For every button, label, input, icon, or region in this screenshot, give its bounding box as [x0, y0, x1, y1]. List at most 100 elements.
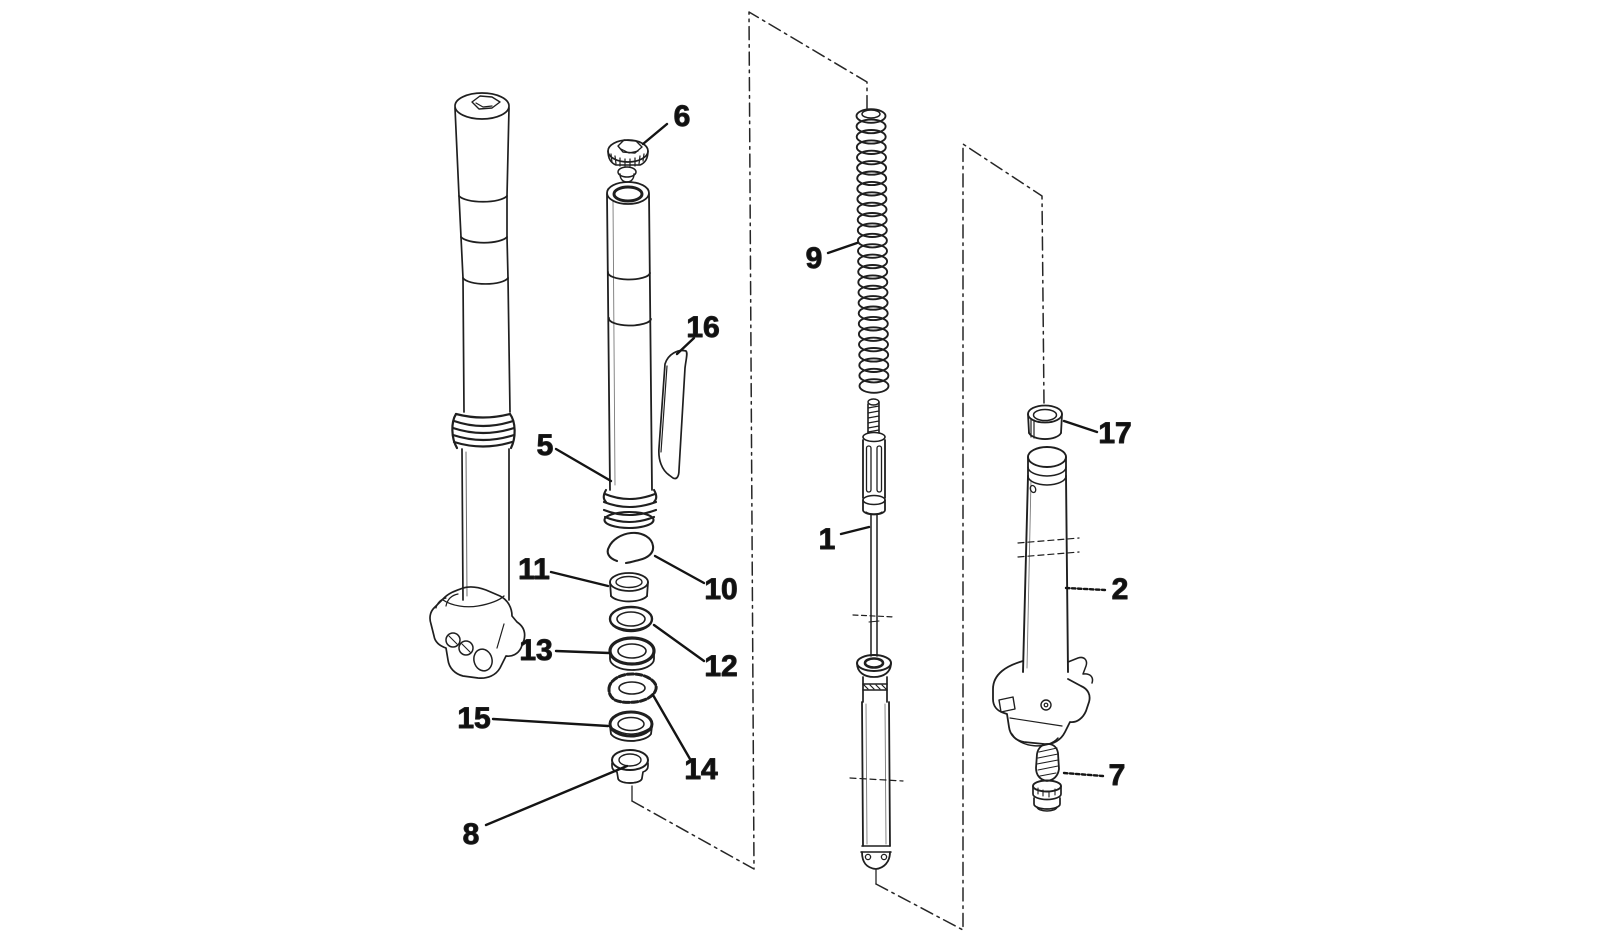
part-13-oil-seal: [608, 636, 656, 671]
part-stroke: [865, 703, 887, 845]
axis-line-right-group: [875, 143, 1045, 931]
part-number-label: 13: [519, 634, 552, 667]
part-stroke: [607, 672, 658, 704]
part-stroke: [856, 160, 888, 176]
alignment-lines: [631, 11, 1045, 931]
part-stroke: [451, 412, 459, 450]
part-stroke: [603, 515, 656, 524]
part-number-label: 5: [537, 429, 554, 462]
part-stroke: [652, 488, 658, 504]
part-stroke: [1022, 475, 1069, 673]
part-stroke: [858, 378, 890, 394]
part-stroke: [858, 357, 890, 373]
part-number-label: 8: [463, 818, 480, 851]
part-stroke: [608, 605, 654, 633]
part-stroke: [1033, 797, 1061, 810]
part-number-label: 10: [704, 573, 737, 606]
part-stroke: [856, 212, 888, 228]
part-stroke: [858, 367, 890, 384]
part-number-label: 9: [806, 242, 823, 275]
part-number-label: 6: [674, 100, 691, 133]
part-7-pinch-bolt: [1032, 743, 1062, 812]
part-9-fork-spring: [855, 108, 890, 394]
part-stroke: [1027, 446, 1067, 468]
part-stroke: [620, 148, 639, 154]
part-stroke: [864, 853, 872, 861]
leader-line-part-8: [484, 764, 629, 827]
part-stroke: [454, 107, 510, 197]
part-stroke: [862, 683, 888, 691]
part-stroke: [608, 636, 656, 666]
leader-line-part-1: [839, 525, 871, 536]
part-stroke: [1026, 479, 1032, 669]
part-17-slide-bushing: [1027, 404, 1063, 440]
part-stroke: [603, 492, 657, 501]
part-stroke: [876, 445, 883, 493]
part-stroke: [617, 716, 645, 732]
part-stroke: [612, 185, 644, 203]
part-stroke: [1036, 806, 1058, 812]
part-stroke: [607, 139, 649, 163]
axle-casting-right: [992, 656, 1094, 747]
part-10-snap-ring: [606, 531, 655, 565]
part-stroke: [618, 753, 642, 767]
part-stroke: [862, 431, 886, 443]
section-dash-damper-body: [849, 777, 904, 782]
leader-line-part-2: [1064, 586, 1107, 592]
leader-line-part-17: [1062, 419, 1099, 434]
part-stroke: [1040, 699, 1052, 711]
part-stroke: [448, 635, 471, 653]
part-stroke: [856, 191, 888, 207]
part-stroke: [856, 149, 887, 166]
part-stroke: [462, 277, 509, 285]
section-dash-tube-a: [1017, 537, 1080, 544]
part-stroke: [998, 696, 1016, 713]
part-stroke: [606, 531, 655, 565]
part-stroke: [870, 513, 878, 657]
part-number-label: 1: [819, 523, 836, 556]
part-stroke: [602, 500, 658, 509]
part-number-label: 11: [518, 553, 550, 586]
part-stroke: [606, 181, 650, 205]
part-stroke: [1036, 747, 1059, 777]
part-stroke: [856, 180, 888, 197]
part-stroke: [855, 108, 887, 124]
part-stroke: [610, 621, 652, 631]
part-stroke: [860, 845, 892, 853]
part-stroke: [454, 92, 510, 120]
leader-line-part-7: [1062, 771, 1105, 778]
part-stroke: [454, 412, 512, 419]
tube-thread-rings: [602, 488, 658, 530]
part-stroke: [475, 102, 493, 108]
part-stroke: [465, 451, 468, 597]
part-stroke: [619, 173, 635, 183]
part-number-label: 15: [457, 702, 490, 735]
part-stroke: [857, 274, 889, 290]
part-16-protector: [658, 349, 688, 480]
part-stroke: [1027, 413, 1063, 434]
part-stroke: [442, 595, 505, 608]
part-stroke: [867, 398, 880, 406]
part-stroke: [857, 243, 888, 259]
part-stroke: [496, 623, 505, 649]
part-stroke: [445, 632, 461, 648]
part-stroke: [451, 433, 516, 442]
part-stroke: [1037, 787, 1056, 798]
part-stroke: [616, 611, 646, 627]
part-stroke: [1032, 785, 1062, 801]
leader-line-part-14: [651, 693, 692, 761]
section-dash-tube-b: [1017, 551, 1080, 558]
part-stroke: [867, 405, 880, 433]
leader-line-part-10: [653, 554, 706, 585]
part-stroke: [603, 510, 655, 530]
part-2-inner-tube: [992, 446, 1094, 747]
part-stroke: [1027, 475, 1067, 486]
part-stroke: [1067, 656, 1094, 684]
part-number-label: 17: [1098, 417, 1131, 450]
leader-line-part-5: [554, 447, 613, 483]
part-12-backup-ring: [608, 605, 654, 633]
part-stroke: [862, 494, 886, 506]
part-stroke: [856, 201, 888, 218]
part-stroke: [617, 139, 643, 154]
